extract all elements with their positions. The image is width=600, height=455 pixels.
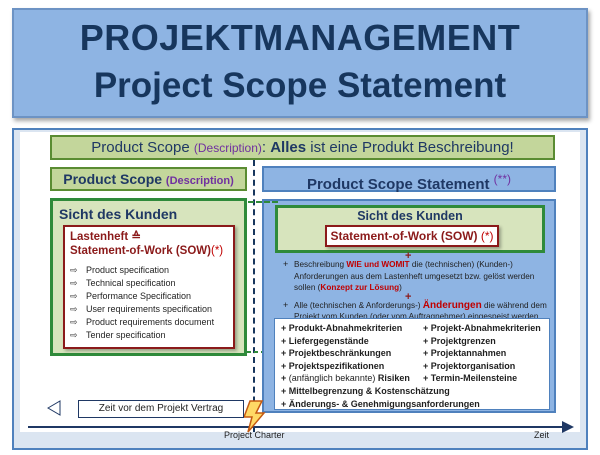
list-item: ⇨ Product specification [65,264,233,277]
product-scope-label: Product Scope (Description) [50,167,247,191]
customer-view-right: Sicht des Kunden Statement-of-Work (SOW)… [275,205,545,253]
sow-footnote-mark: (*) [480,229,494,243]
list-item: ⇨ Performance Specification [65,290,233,303]
spec-item-label: Product specification [86,265,170,275]
bullet-changes: Alle (technischen & Anforderungs-) Änder… [282,300,554,323]
product-scope-sub: (Description) [165,175,234,187]
scope-banner-emphasis: Alles [270,139,307,156]
subtitle: Project Scope Statement [93,66,507,105]
before-contract-label: Zeit vor dem Projekt Vertrag [64,400,244,420]
bullet-emphasis: WIE und WOMIT [346,260,410,269]
list-item: ⇨ Product requirements document [65,316,233,329]
project-charter-divider [253,160,255,432]
requirement-qualifier: (anfänglich bekannte) [288,373,378,384]
lastenheft-title-line2: Statement-of-Work (SOW) [70,245,211,257]
connector-dashed-left [245,204,247,354]
product-scope-statement-label: Product Scope Statement (**) [262,166,556,193]
list-item: ⇨ Tender specification [65,329,233,342]
requirement-text: Risiken [377,373,410,384]
customer-view-left-title: Sicht des Kunden [59,206,178,222]
arrow-icon: ⇨ [70,317,78,327]
bullet-text: ) [399,283,402,292]
plus-marker: + [405,250,411,262]
bullet-emphasis: Konzept zur Lösung [320,283,400,292]
spec-item-label: Tender specification [86,330,166,340]
bullet-text: die (technischen) (Kunden-) Anforderunge… [294,260,535,292]
customer-view-left: Sicht des Kunden Lastenheft ≙ Statement-… [50,198,247,356]
requirement-item: + Projektbeschränkungen [281,348,392,359]
requirement-item: + Projektannahmen [423,348,507,359]
arrow-icon: ⇨ [70,291,78,301]
pss-footnote-mark: (**) [493,172,512,186]
requirements-box: + Produkt-Abnahmekriterien + Liefergegen… [274,318,550,410]
time-axis-arrow [562,421,574,433]
left-arrow-icon [47,400,61,416]
before-contract-text: Zeit vor dem Projekt Vertrag [98,403,224,414]
list-item: ⇨ User requirements specification [65,303,233,316]
spec-item-label: Performance Specification [86,291,192,301]
requirement-item: + Projektgrenzen [423,335,496,346]
title-banner: PROJEKTMANAGEMENT Project Scope Statemen… [12,8,588,118]
requirements-column-2: + Projekt-Abnahmekriterien + Projektgren… [423,322,541,385]
product-scope-text: Product Scope [63,171,166,187]
plus-marker: + [405,291,411,303]
lastenheft-title-line1: Lastenheft ≙ [70,231,141,243]
list-item: ⇨ Technical specification [65,277,233,290]
customer-view-right-title: Sicht des Kunden [357,209,463,223]
spec-list: ⇨ Product specification ⇨ Technical specif… [65,264,233,342]
lightning-icon [242,400,266,433]
spec-item-label: Technical specification [86,278,176,288]
sow-box: Statement-of-Work (SOW) (*) [325,225,499,247]
spec-item-label: Product requirements document [86,317,215,327]
bullet-text: Beschreibung [294,260,347,269]
arrow-icon: ⇨ [70,265,78,275]
product-scope-banner: Product Scope (Description): Alles ist e… [50,135,555,160]
scope-bullets: Beschreibung WIE und WOMIT die (technisc… [282,259,554,323]
bullet-text: die während dem Projekt vom Kunden (oder… [294,300,547,322]
scope-banner-text: Product Scope [91,139,194,156]
spec-item-label: User requirements specification [86,304,213,314]
requirement-item: + Projektorganisation [423,360,516,371]
requirement-item: + Liefergegenstände [281,335,369,346]
requirement-plus: + [281,373,289,384]
lastenheft-footnote-mark: (*) [210,245,224,257]
main-title: PROJEKTMANAGEMENT [79,17,521,58]
project-charter-label: Project Charter [224,430,285,440]
requirements-column-1: + Produkt-Abnahmekriterien + Liefergegen… [281,322,480,410]
sow-label: Statement-of-Work (SOW) [330,229,481,243]
bullet-emphasis: Änderungen [422,299,482,311]
connector-dashed-top [248,201,278,203]
requirement-item: + Produkt-Abnahmekriterien [281,323,403,333]
lastenheft-box: Lastenheft ≙ Statement-of-Work (SOW)(*) … [63,225,235,349]
scope-banner-rest: ist eine Produkt Beschreibung! [306,139,514,156]
arrow-icon: ⇨ [70,304,78,314]
time-axis-label: Zeit [534,430,550,440]
lastenheft-title: Lastenheft ≙ Statement-of-Work (SOW)(*) [65,227,233,258]
requirement-item: + Mittelbegrenzung & Kostenschätzung [281,385,450,396]
requirement-item: + Termin-Meilensteine [423,373,518,384]
requirement-item: + Projekt-Abnahmekriterien [423,323,541,333]
requirement-item: + (anfänglich bekannte) Risiken [281,372,480,385]
bullet-solution-concept: Beschreibung WIE und WOMIT die (technisc… [282,259,554,294]
arrow-icon: ⇨ [70,330,78,340]
requirement-item: + Änderungs- & Genehmigungsanforderungen [281,398,480,409]
scope-banner-description: (Description) [193,141,262,155]
before-contract-box [78,400,244,418]
pss-text: Product Scope Statement [306,176,494,193]
requirement-item: + Projektspezifikationen [281,360,385,371]
scope-banner-colon: : [261,139,271,156]
arrow-icon: ⇨ [70,278,78,288]
bullet-text: Alle (technischen & Anforderungs-) [294,300,423,310]
